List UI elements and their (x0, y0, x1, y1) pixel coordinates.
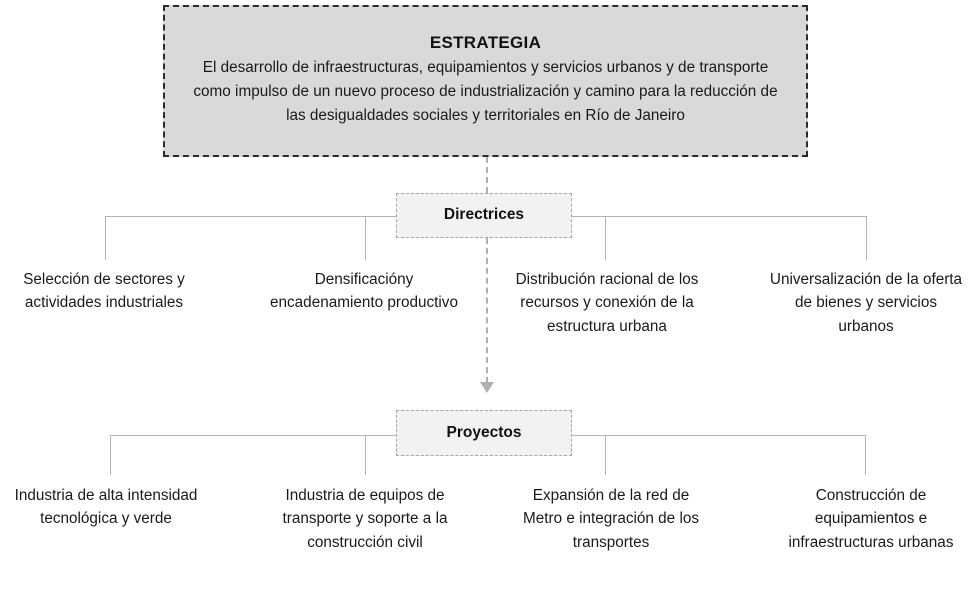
level-box-directrices[interactable]: Directrices (396, 193, 572, 238)
strategy-body-text: El desarrollo de infraestructuras, equip… (193, 59, 778, 125)
list-item: Universalización de la oferta de bienes … (769, 271, 963, 335)
directrices-connector-stub-2 (365, 216, 366, 260)
level-box-directrices-label: Directrices (443, 206, 525, 224)
directrices-connector-stub-3 (605, 216, 606, 260)
list-item: Construcción de equipamientos e infraest… (788, 487, 954, 551)
list-item: Selección de sectores y actividades indu… (23, 271, 185, 312)
proyectos-connector-stub-1 (110, 435, 111, 475)
flow-arrow-head-icon (480, 382, 494, 393)
list-item: Industria de alta intensidad tecnológica… (14, 487, 198, 528)
level-box-proyectos[interactable]: Proyectos (396, 410, 572, 456)
list-item: Expansión de la red de Metro e integraci… (522, 487, 699, 551)
list-item: Industria de equipos de transporte y sop… (282, 487, 448, 551)
list-item: Distribución racional de los recursos y … (515, 271, 699, 335)
proyectos-connector-stub-4 (865, 435, 866, 475)
level-box-proyectos-label: Proyectos (446, 423, 522, 441)
flow-arrow-directrices-to-proyectos (486, 238, 488, 383)
directrices-connector-stub-1 (105, 216, 106, 260)
strategy-heading: ESTRATEGIA (429, 33, 542, 53)
directrices-connector-stub-4 (866, 216, 867, 260)
proyectos-connector-stub-2 (365, 435, 366, 475)
list-item: Densificacióny encadenamiento productivo (270, 271, 458, 312)
strategy-box: ESTRATEGIA El desarrollo de infraestruct… (163, 5, 808, 157)
proyectos-connector-stub-3 (605, 435, 606, 475)
flow-arrow-strategy-to-directrices (486, 157, 488, 193)
